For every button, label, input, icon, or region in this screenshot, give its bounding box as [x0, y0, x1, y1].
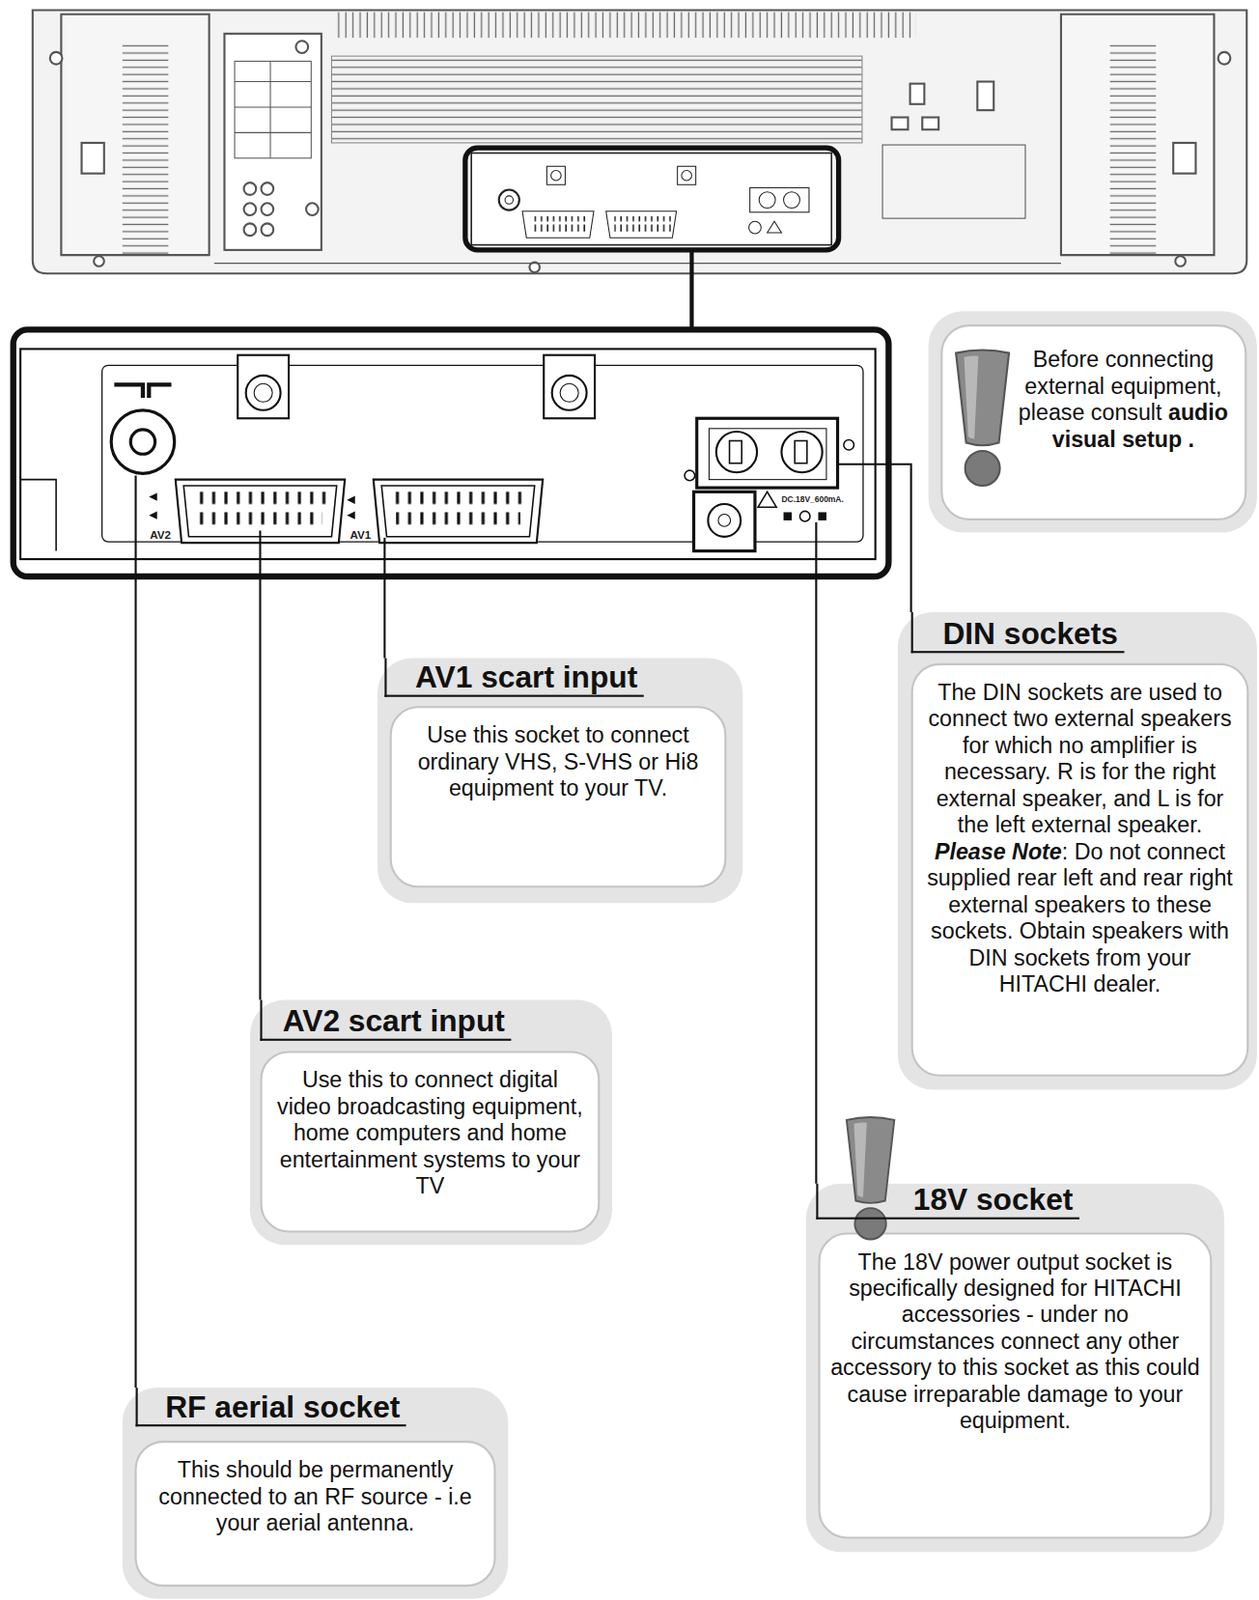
callout-body-box: This should be permanently connected to … [134, 1440, 496, 1587]
body-text: Before connecting external equipment, pl… [1011, 346, 1234, 453]
callout-body-box: Use this socket to connect ordinary VHS,… [390, 705, 728, 888]
callout-heading: RF aerial socket [136, 1387, 407, 1427]
body-text: This should be permanently connected to … [146, 1456, 484, 1537]
callout-box: DIN socketsThe DIN sockets are used to c… [897, 612, 1258, 1091]
callout-body-box: The DIN sockets are used to connect two … [911, 663, 1250, 1077]
body-text: Use this to connect digital video broadc… [277, 1066, 584, 1199]
callout-heading: AV2 scart input [259, 1000, 511, 1041]
callout-box: RF aerial socketThis should be permanent… [122, 1387, 508, 1599]
callout-heading: DIN sockets [911, 612, 1125, 653]
body-text: The 18V power output socket is specifica… [830, 1248, 1201, 1434]
body-text: Use this socket to connect ordinary VHS,… [418, 722, 700, 801]
emphasis-text: Please Note [934, 839, 1063, 865]
panel-label: DC.18V_600mA. [781, 494, 843, 504]
body-text: Use this socket to connect ordinary VHS,… [401, 722, 714, 802]
tv-housing [32, 10, 1247, 275]
body-text: The DIN sockets are used to connect two … [927, 679, 1232, 839]
callout-box: AV2 scart inputUse this to connect digit… [250, 1000, 613, 1246]
callout-box: AV1 scart inputUse this socket to connec… [377, 658, 743, 904]
callout-heading: AV1 scart input [384, 658, 644, 698]
body-text: Use this to connect digital video broadc… [272, 1066, 588, 1200]
warning-icon [953, 348, 1011, 487]
body-text: This should be permanently connected to … [158, 1456, 472, 1536]
callout-body-box: Use this to connect digital video broadc… [259, 1050, 600, 1232]
panel-label: AV2 [149, 528, 171, 541]
callout-heading: 18V socket [815, 1183, 1079, 1220]
panel-label: AV1 [349, 528, 371, 541]
body-text: The DIN sockets are used to connect two … [923, 679, 1236, 999]
note-box: Before connecting external equipment, pl… [928, 310, 1258, 532]
callout-box: 18V socketThe 18V power output socket is… [806, 1183, 1225, 1552]
connector-panel-inset [13, 329, 890, 577]
body-text: The 18V power output socket is specifica… [830, 1248, 1200, 1433]
callout-body-box: Before connecting external equipment, pl… [940, 324, 1247, 521]
callout-body-box: The 18V power output socket is specifica… [817, 1231, 1212, 1539]
leader-lines [136, 464, 912, 1388]
mini-connector-panel [465, 147, 840, 251]
warning-icon [844, 1116, 896, 1240]
